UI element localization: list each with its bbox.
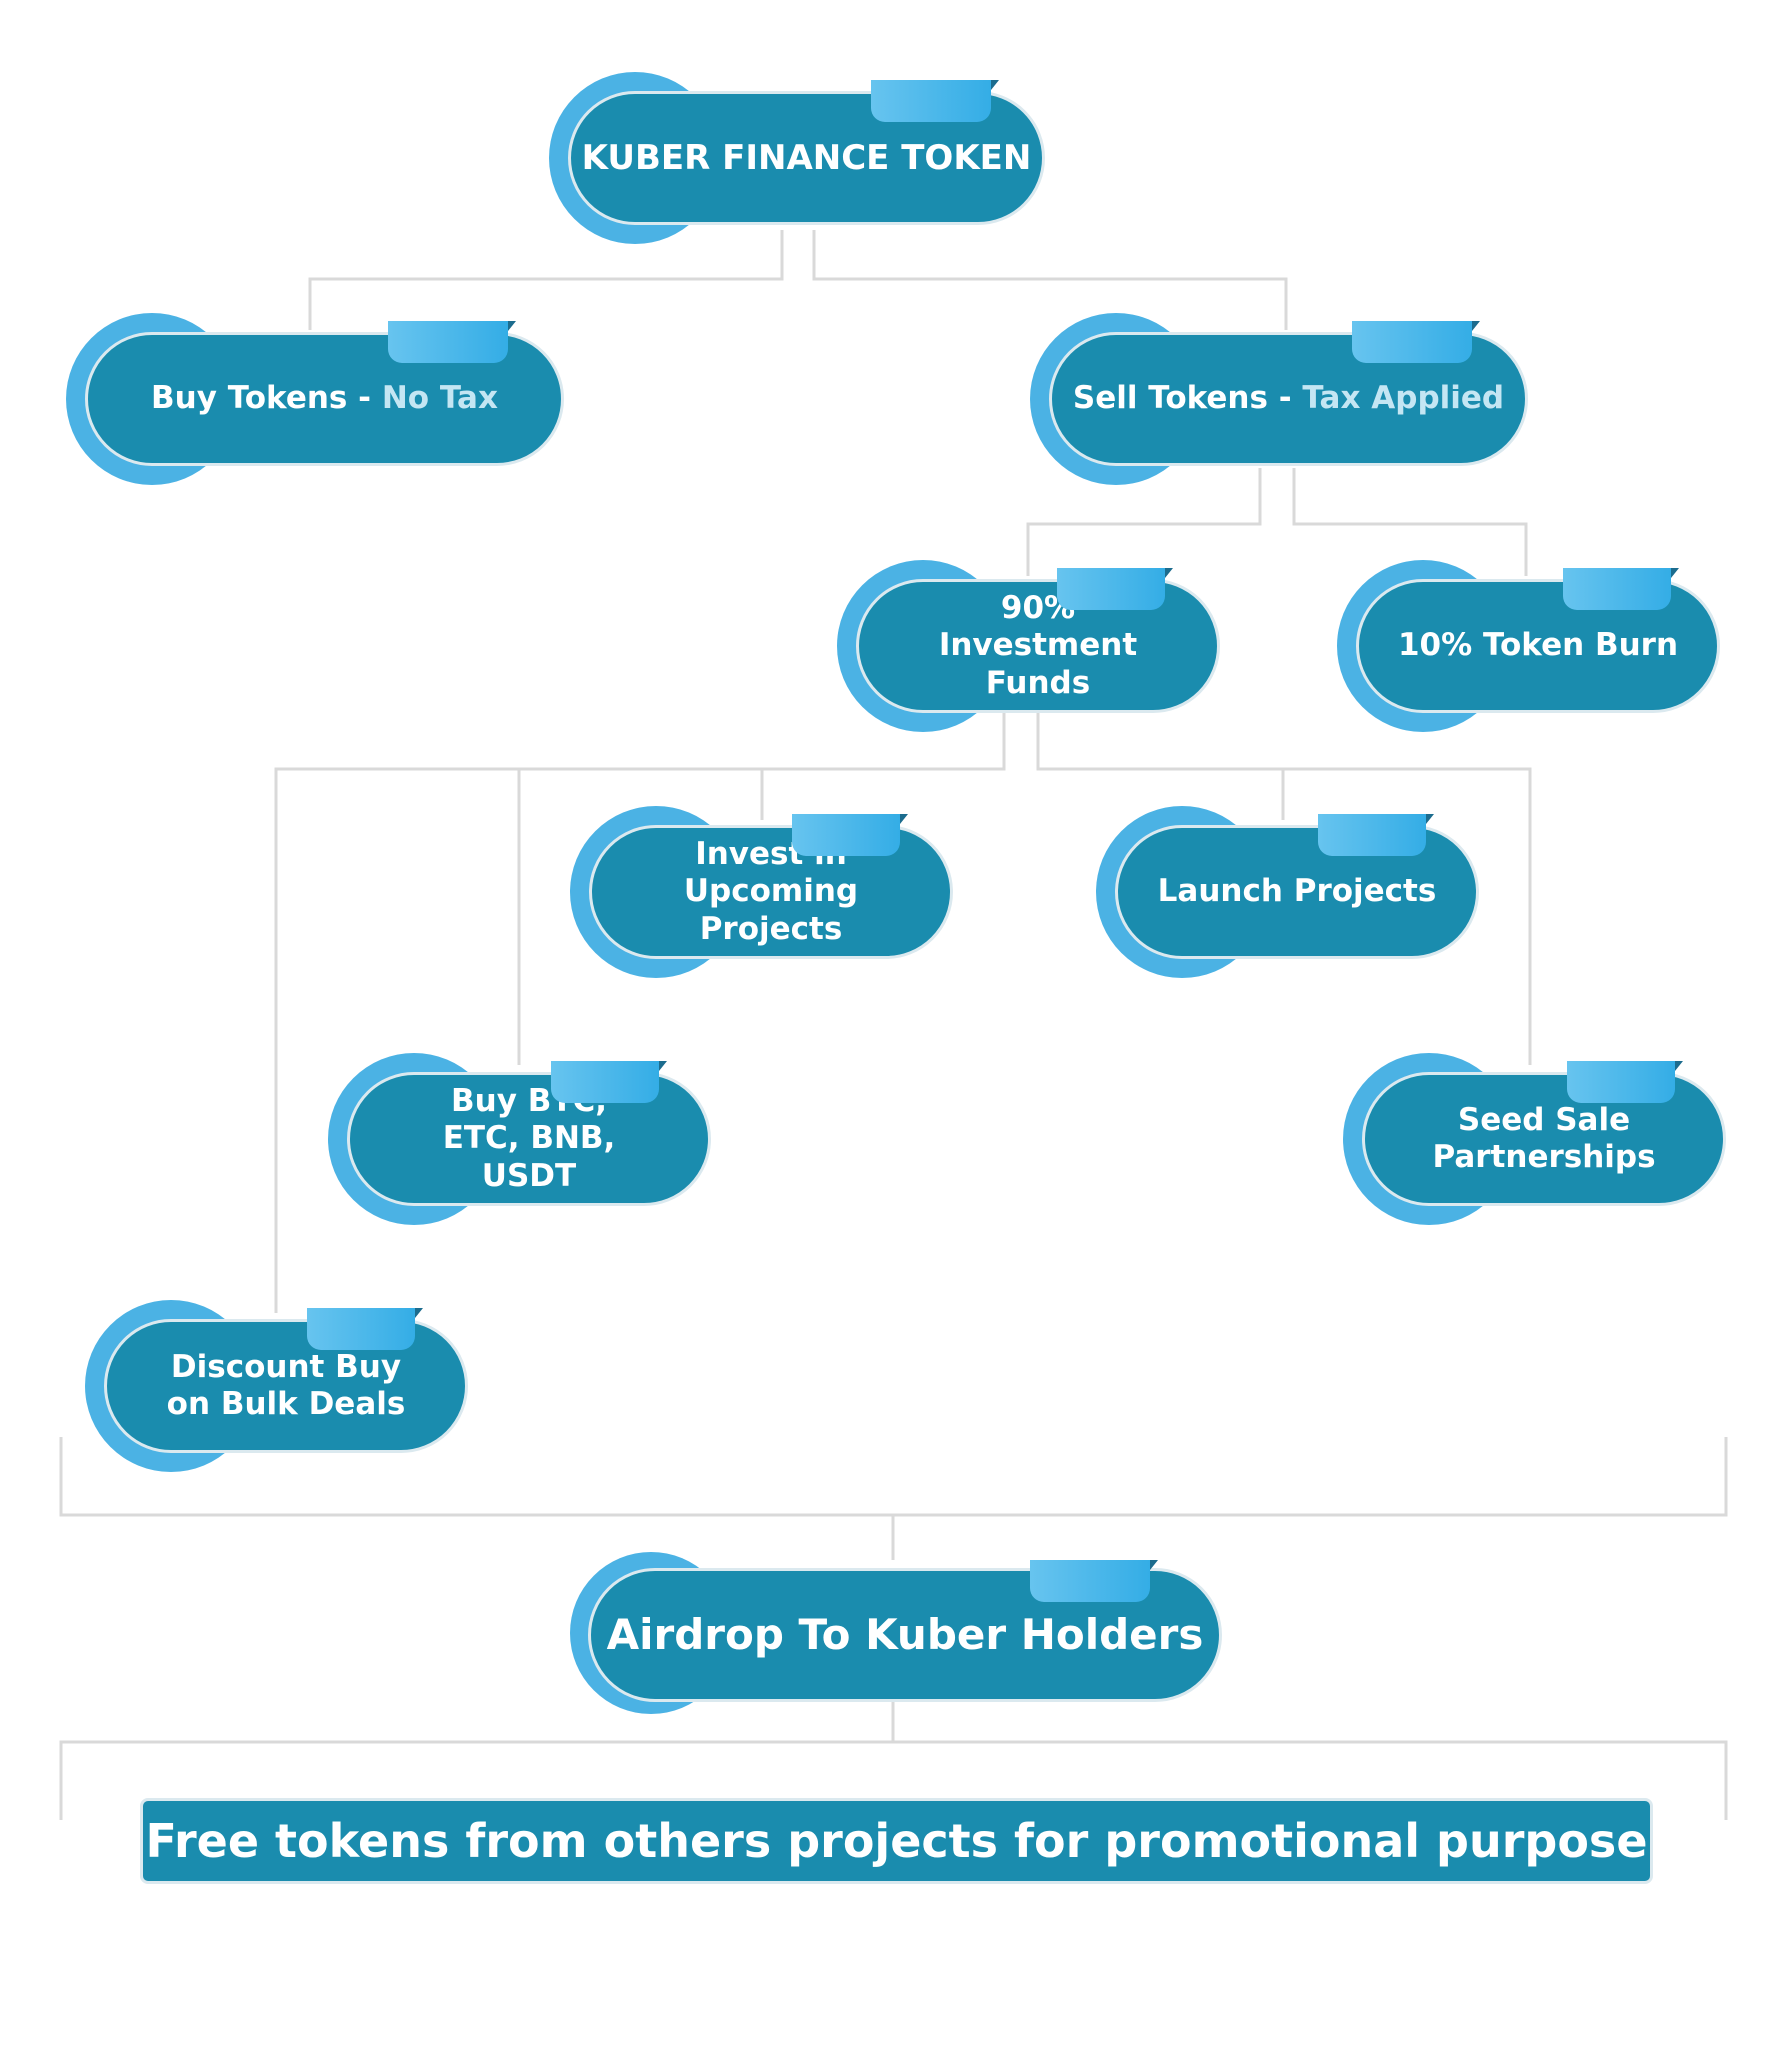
node-label: Seed Sale Partnerships — [1432, 1101, 1656, 1175]
node-launch-projects: Launch Projects — [1096, 806, 1479, 978]
node-sell-tokens: Sell Tokens - Tax Applied — [1030, 313, 1528, 485]
node-seed-sale: Seed Sale Partnerships — [1343, 1053, 1726, 1225]
node-label: Sell Tokens - Tax Applied — [1072, 380, 1505, 417]
node-token-burn: 10% Token Burn — [1337, 560, 1720, 732]
connector-root-sell — [812, 230, 1288, 330]
node-label: Discount Buy on Bulk Deals — [166, 1348, 406, 1422]
connector-sell-investment — [1026, 468, 1262, 576]
connector-root-buy — [308, 230, 784, 330]
node-investment-funds: 90% Investment Funds — [837, 560, 1220, 732]
node-discount-buy: Discount Buy on Bulk Deals — [85, 1300, 468, 1472]
node-airdrop: Airdrop To Kuber Holders — [570, 1552, 1222, 1714]
node-label: Airdrop To Kuber Holders — [606, 1609, 1204, 1659]
node-label: KUBER FINANCE TOKEN — [581, 137, 1032, 178]
node-buy-crypto: Buy BTC, ETC, BNB, USDT — [328, 1053, 711, 1225]
connector-footer-bracket — [59, 1740, 1728, 1820]
promo-banner: Free tokens from others projects for pro… — [140, 1798, 1653, 1884]
node-buy-tokens: Buy Tokens - No Tax — [66, 313, 564, 485]
node-label: 10% Token Burn — [1397, 627, 1679, 664]
node-kuber-finance-token: KUBER FINANCE TOKEN — [549, 72, 1045, 244]
node-invest-upcoming: Invest in Upcoming Projects — [570, 806, 953, 978]
node-label: Buy Tokens - No Tax — [151, 380, 498, 417]
node-label: Launch Projects — [1157, 873, 1437, 910]
connector-sell-burn — [1292, 468, 1528, 576]
node-label: 90% Investment Funds — [938, 590, 1138, 701]
connector-investment-discount — [274, 712, 1006, 1313]
banner-label: Free tokens from others projects for pro… — [145, 1814, 1648, 1868]
